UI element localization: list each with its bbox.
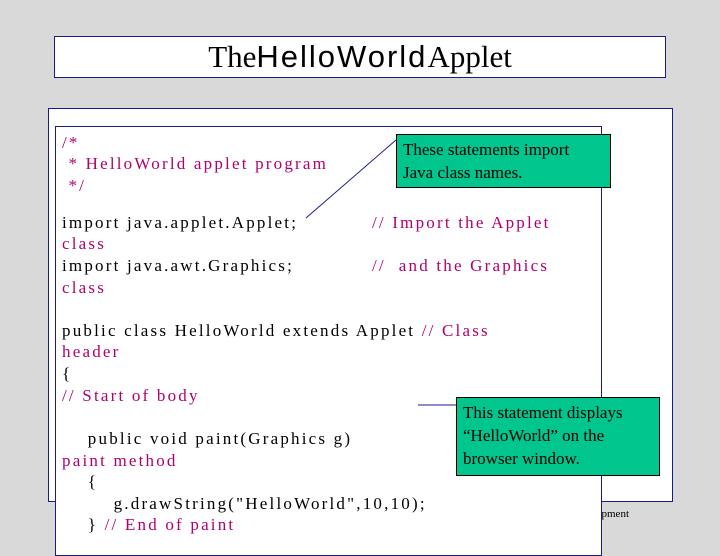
draw-callout-line-3: browser window. <box>463 449 580 468</box>
comment-body: * HelloWorld applet program <box>62 154 329 173</box>
title-suffix: Applet <box>427 39 512 74</box>
import-graphics-line: import java.awt.Graphics; <box>62 256 295 275</box>
end-paint-comment: // End of paint <box>104 515 236 534</box>
import-applet-comment-wrap: class <box>62 234 107 253</box>
code-panel: /* * HelloWorld applet program */ import… <box>55 126 602 556</box>
title-prefix: The <box>208 39 257 74</box>
title-applet-name: HelloWorld <box>256 39 428 74</box>
slide-title: The HelloWorld Applet <box>54 36 666 78</box>
import-callout-leader <box>305 139 397 219</box>
comment-close: */ <box>62 176 87 195</box>
import-graphics-comment: // and the Graphics <box>372 256 550 275</box>
paint-method-line: public void paint(Graphics g) <box>62 429 353 448</box>
class-declaration-code: public class HelloWorld extends Applet <box>62 321 422 340</box>
class-header-comment: // Class <box>421 321 490 340</box>
import-statements-callout: These statements import Java class names… <box>396 134 611 188</box>
drawstring-line: g.drawString("HelloWorld",10,10); <box>62 494 427 513</box>
paint-brace-open: { <box>62 472 99 491</box>
start-of-body-comment: // Start of body <box>62 386 200 405</box>
draw-callout-line-1: This statement displays <box>463 403 623 422</box>
class-brace-open: { <box>62 364 73 383</box>
drawstring-callout: This statement displays “HelloWorld” on … <box>456 397 660 476</box>
footer-text-fragment: opment <box>596 508 629 520</box>
end-of-paint-line: } // End of paint <box>62 515 235 535</box>
import-graphics-comment-wrap: class <box>62 278 107 297</box>
callout-leader-lines <box>305 139 456 406</box>
paint-method-comment-wrap: paint method <box>62 451 178 470</box>
import-applet-line: import java.applet.Applet; <box>62 213 299 232</box>
class-declaration-line: public class HelloWorld extends Applet /… <box>62 321 490 341</box>
class-header-comment-wrap: header <box>62 342 121 361</box>
draw-callout-line-2: “HelloWorld” on the <box>463 426 605 445</box>
comment-open: /* <box>62 133 80 152</box>
end-paint-brace: } <box>62 515 105 534</box>
import-applet-comment: // Import the Applet <box>372 213 551 232</box>
import-callout-line-1: These statements import <box>403 140 570 159</box>
import-callout-line-2: Java class names. <box>403 163 523 182</box>
